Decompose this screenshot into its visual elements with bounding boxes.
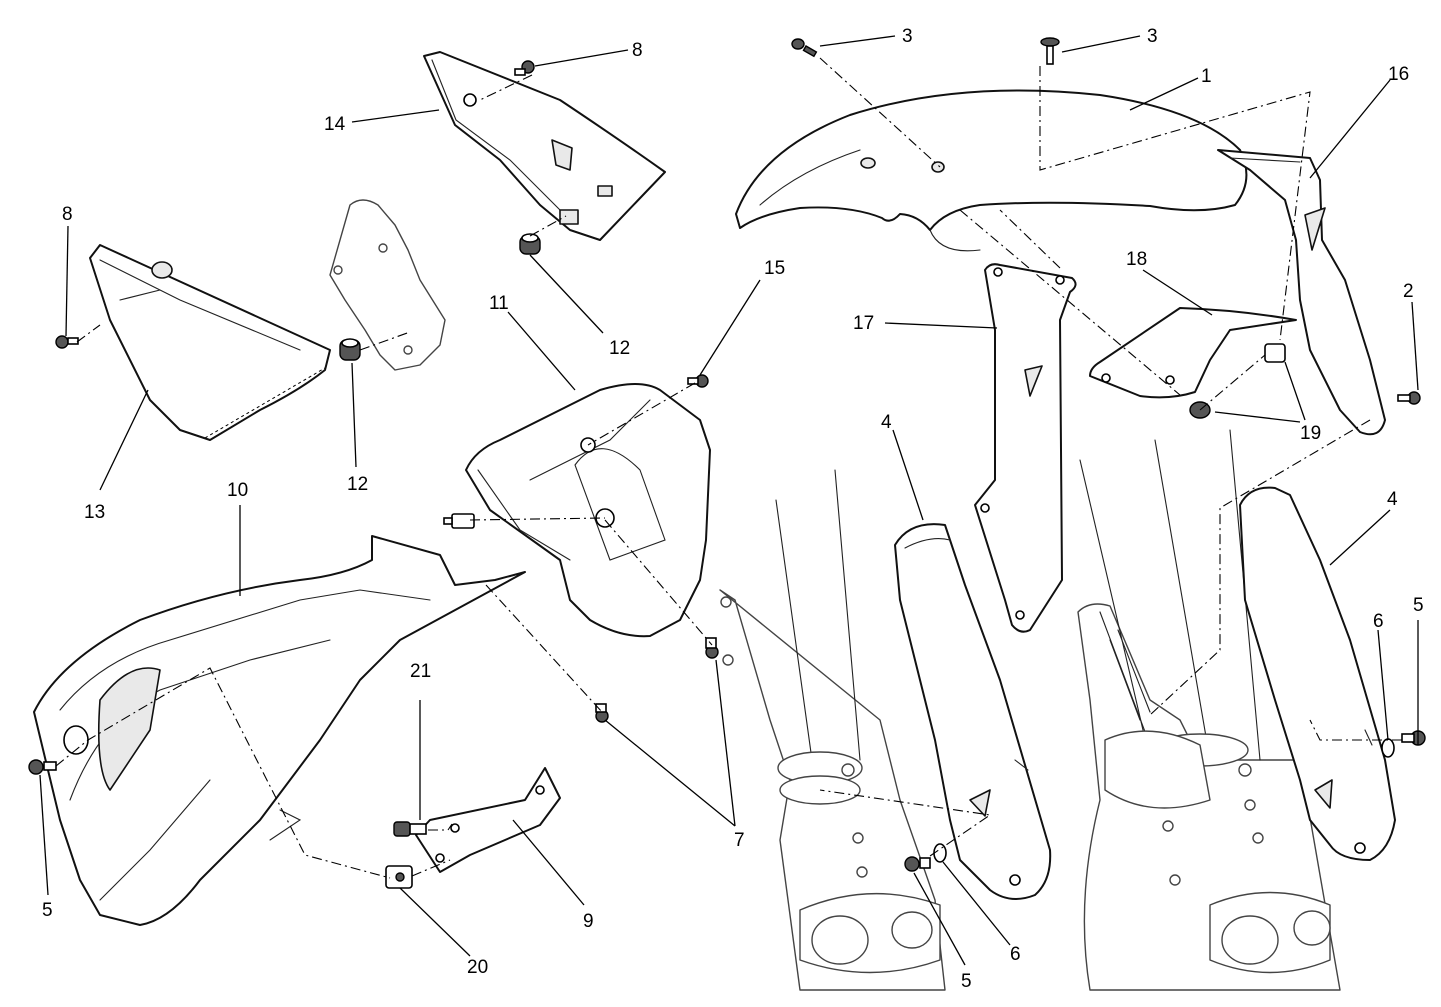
callout-15: 15 (764, 258, 785, 279)
callout-4-right: 4 (1387, 489, 1398, 510)
screw-2-icon (1397, 391, 1421, 405)
callout-20: 20 (467, 957, 488, 978)
nut-19-a-icon (1264, 343, 1286, 363)
side-cover-left (89, 244, 331, 441)
callout-14: 14 (324, 114, 346, 135)
callout-8-left: 8 (62, 204, 73, 225)
callout-6-middle: 6 (1010, 944, 1021, 965)
callout-21: 21 (410, 661, 431, 682)
mudguard-bracket-right (1217, 149, 1386, 436)
callout-5-left: 5 (42, 900, 53, 921)
callout-19: 19 (1300, 423, 1321, 444)
mudguard-bracket-left (974, 263, 1077, 633)
callout-5-right: 5 (1413, 595, 1424, 616)
callout-2: 2 (1403, 281, 1414, 302)
callout-4-left: 4 (881, 412, 892, 433)
spacer-icon (443, 513, 475, 529)
callout-10: 10 (227, 480, 248, 501)
callout-labels: 1 2 3 3 4 4 5 5 5 6 6 7 8 8 9 10 11 12 1… (42, 26, 1424, 992)
fork-guard-right (1239, 486, 1396, 861)
fork-guard-left (894, 523, 1052, 900)
screw-21-icon (393, 821, 427, 837)
grommet-12-left-icon (339, 338, 361, 361)
screw-7-a-icon (595, 703, 609, 723)
washer-6-middle-icon (933, 843, 947, 863)
callout-11: 11 (489, 293, 509, 314)
callout-18: 18 (1126, 249, 1147, 270)
callout-1: 1 (1201, 66, 1212, 87)
callout-7: 7 (734, 830, 745, 851)
screw-5-middle-icon (904, 856, 931, 872)
screw-8-top-icon (514, 60, 535, 76)
fasteners (28, 37, 1426, 889)
large-side-panel (33, 535, 526, 926)
upper-side-cover (423, 51, 666, 241)
assembly-lines (55, 57, 1402, 879)
front-fork-left (719, 469, 946, 991)
screw-8-left-icon (55, 335, 79, 349)
clip-20-icon (385, 865, 413, 889)
front-mudguard (735, 89, 1248, 252)
front-fork-right (1077, 429, 1341, 991)
mudguard-bracket-center (1089, 307, 1297, 399)
leader-lines (39, 35, 1419, 966)
screw-3-right-icon (1040, 37, 1060, 65)
callout-8-top: 8 (632, 40, 643, 61)
callout-12-left: 12 (347, 474, 368, 495)
screw-5-right-icon (1401, 730, 1426, 746)
screw-3-left-icon (791, 38, 818, 58)
screw-15-icon (687, 374, 709, 388)
grommet-12-top-icon (519, 233, 541, 255)
screw-5-left-icon (28, 759, 57, 775)
callout-5-middle: 5 (961, 971, 972, 992)
screw-7-b-icon (705, 637, 719, 659)
callout-12-top: 12 (609, 338, 630, 359)
washer-6-right-icon (1381, 738, 1395, 758)
callout-17: 17 (853, 313, 874, 334)
callout-3-right: 3 (1147, 26, 1158, 47)
callout-16: 16 (1388, 64, 1409, 85)
callout-3-left: 3 (902, 26, 913, 47)
callout-6-right: 6 (1373, 611, 1384, 632)
small-bracket (415, 767, 561, 873)
lower-cover (465, 383, 711, 638)
callout-13: 13 (84, 502, 105, 523)
frame-bracket (329, 199, 446, 371)
callout-9: 9 (583, 911, 594, 932)
